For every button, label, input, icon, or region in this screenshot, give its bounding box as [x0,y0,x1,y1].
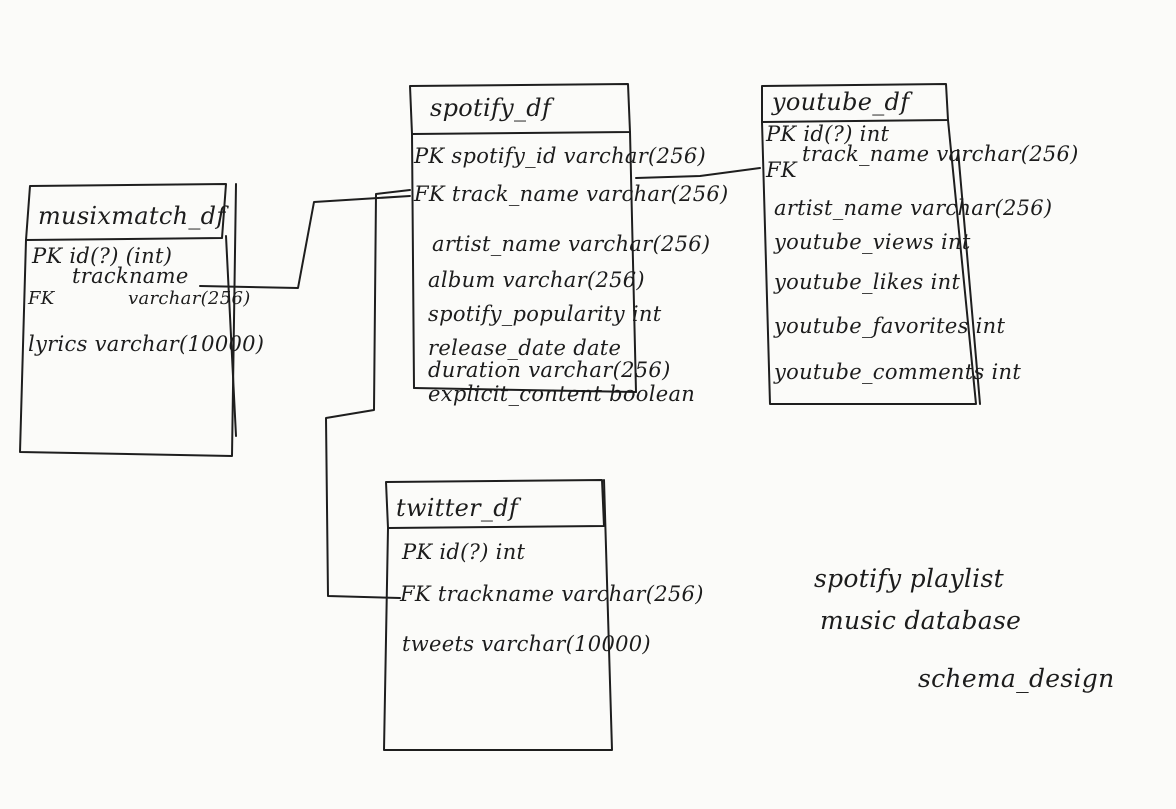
youtube-views-row: youtube_views int [774,230,971,254]
youtube-fk-label: FK [766,158,797,182]
youtube-comments-row: youtube_comments int [774,360,1022,384]
spotify-fk-row: FK track_name varchar(256) [414,182,729,206]
caption-line-2: music database [820,606,1022,635]
spotify-box-body [411,131,637,393]
relation-spotify-twitter [325,189,411,599]
youtube-favorites-row: youtube_favorites int [774,314,1006,338]
spotify-release-row: release_date date [428,336,622,360]
caption-line-3: schema_design [918,664,1115,693]
twitter-tweets-row: tweets varchar(10000) [402,632,651,656]
musixmatch-box-body [19,183,237,457]
spotify-popularity-row: spotify_popularity int [428,302,662,326]
relation-spotify-youtube [635,167,761,179]
youtube-box-body [761,119,977,405]
youtube-artist-row: artist_name varchar(256) [774,196,1053,220]
twitter-table-title: twitter_df [396,494,519,522]
twitter-box-body [383,479,613,751]
youtube-column-divider [957,149,981,405]
youtube-likes-row: youtube_likes int [774,270,961,294]
youtube-track-name-row: track_name varchar(256) [802,142,1079,166]
musixmatch-fk-label: FK [28,288,55,309]
twitter-fk-row: FK trackname varchar(256) [400,582,704,606]
musixmatch-box [25,183,227,241]
musixmatch-id-row: PK id(?) (int) [32,244,173,268]
relation-musixmatch-spotify [199,195,411,289]
spotify-table-title: spotify_df [430,94,552,122]
musixmatch-column-divider [225,235,237,437]
musixmatch-lyrics-row: lyrics varchar(10000) [28,332,265,356]
caption-line-1: spotify playlist [814,564,1004,593]
spotify-box-bottom [413,387,637,393]
spotify-pk-row: PK spotify_id varchar(256) [414,144,707,168]
spotify-artist-row: artist_name varchar(256) [432,232,711,256]
twitter-pk-row: PK id(?) int [402,540,526,564]
musixmatch-trackname: trackname [72,264,189,288]
twitter-box-header [385,479,605,529]
musixmatch-trackname-type: varchar(256) [128,288,251,309]
youtube-pk-row: PK id(?) int [766,122,890,146]
musixmatch-table-title: musixmatch_df [38,202,226,230]
spotify-explicit-row: explicit_content boolean [428,382,696,406]
youtube-table-title: youtube_df [772,88,910,116]
spotify-album-row: album varchar(256) [428,268,645,292]
spotify-duration-row: duration varchar(256) [428,358,671,382]
